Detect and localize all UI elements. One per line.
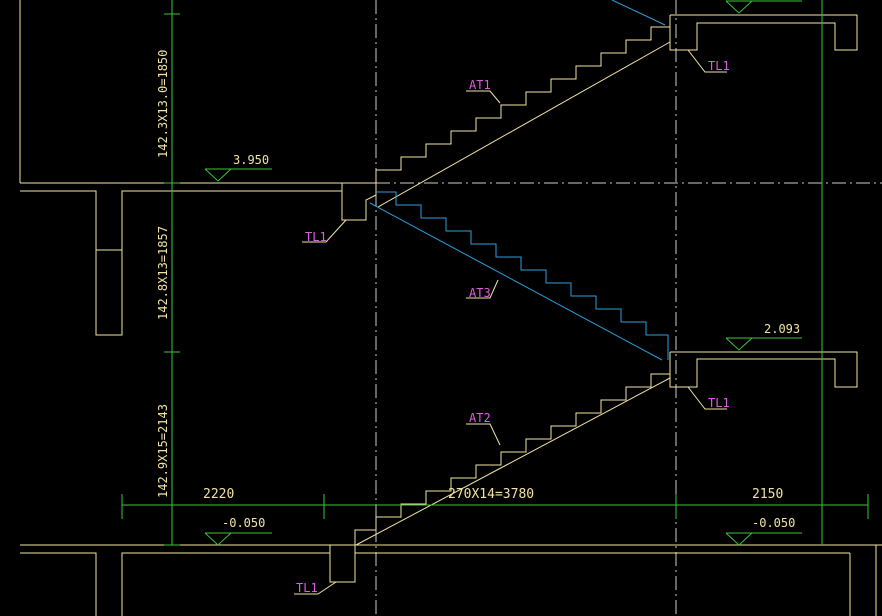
- label-at2: AT2: [469, 411, 491, 425]
- elevation-ground-left-text: -0.050: [222, 516, 265, 530]
- upper-slab-bottom: [20, 190, 342, 336]
- leader-tl1-upper-left: [302, 219, 347, 243]
- elevation-marker-top: [725, 0, 802, 14]
- label-leaders: [294, 49, 727, 595]
- at3-soffit: [369, 202, 663, 361]
- at3-steps: [376, 191, 669, 360]
- triangle-down-icon: [725, 532, 754, 546]
- label-tl1-upper-left: TL1: [305, 230, 327, 244]
- label-at3: AT3: [469, 286, 491, 300]
- label-tl1-bottom-left: TL1: [296, 581, 318, 595]
- ground-slab-bottom: [20, 552, 97, 616]
- vdim-lower-text: 142.9X15=2143: [156, 404, 170, 498]
- at1-steps: [375, 26, 670, 195]
- leader-at2: [466, 423, 501, 446]
- tl1-beam-upper-left: [341, 183, 377, 221]
- leader-tl1-top-right: [687, 49, 727, 73]
- axis-lines: [375, 0, 882, 616]
- dim-middle-text: 270X14=3780: [448, 487, 534, 502]
- elevation-marker-upper: [204, 168, 272, 182]
- elevation-marker-mid: [725, 337, 802, 351]
- component-labels: AT1 AT3 AT2 TL1 TL1 TL1 TL1: [296, 59, 730, 595]
- elevation-marker-ground-left: [204, 532, 272, 546]
- elevation-upper-text: 3.950: [233, 153, 269, 167]
- at2-soffit: [355, 377, 671, 546]
- leader-tl1-mid-right: [687, 386, 727, 410]
- horizontal-dim-texts: 2220 270X14=3780 2150: [203, 487, 783, 502]
- leader-tl1-bottom-left: [294, 581, 337, 595]
- dimensions: [121, 0, 869, 546]
- structure: [19, 0, 882, 616]
- elevation-markers: [204, 0, 802, 546]
- label-tl1-top-right: TL1: [708, 59, 730, 73]
- elevation-marker-ground-right: [725, 532, 802, 546]
- vdim-middle-text: 142.8X13=1857: [156, 226, 170, 320]
- leader-at3: [466, 279, 499, 299]
- tl1-beam-bottom-left: [329, 545, 356, 583]
- label-tl1-mid-right: TL1: [708, 396, 730, 410]
- tl1-beam-top-right: [669, 14, 858, 51]
- elevation-mid-text: 2.093: [764, 322, 800, 336]
- elevation-ground-right-text: -0.050: [752, 516, 795, 530]
- ground-beam-left: [121, 552, 330, 616]
- triangle-down-icon: [204, 168, 233, 182]
- triangle-down-icon: [204, 532, 233, 546]
- at3-top-soffit: [611, 0, 666, 26]
- vdim-upper-text: 142.3X13.0=1850: [156, 50, 170, 158]
- dim-left-text: 2220: [203, 487, 234, 502]
- tl1-beam-mid-right: [669, 351, 858, 388]
- elevation-texts: 3.950 2.093 -0.050 -0.050: [222, 153, 800, 530]
- label-at1: AT1: [469, 78, 491, 92]
- leader-at1: [466, 90, 501, 104]
- at2-steps: [354, 365, 671, 545]
- at3-stair: [369, 0, 669, 361]
- at1-soffit: [377, 41, 671, 208]
- triangle-down-icon: [725, 0, 754, 14]
- dim-right-text: 2150: [752, 487, 783, 502]
- vertical-dim-texts: 142.3X13.0=1850 142.8X13=1857 142.9X15=2…: [156, 50, 170, 498]
- triangle-down-icon: [725, 337, 754, 351]
